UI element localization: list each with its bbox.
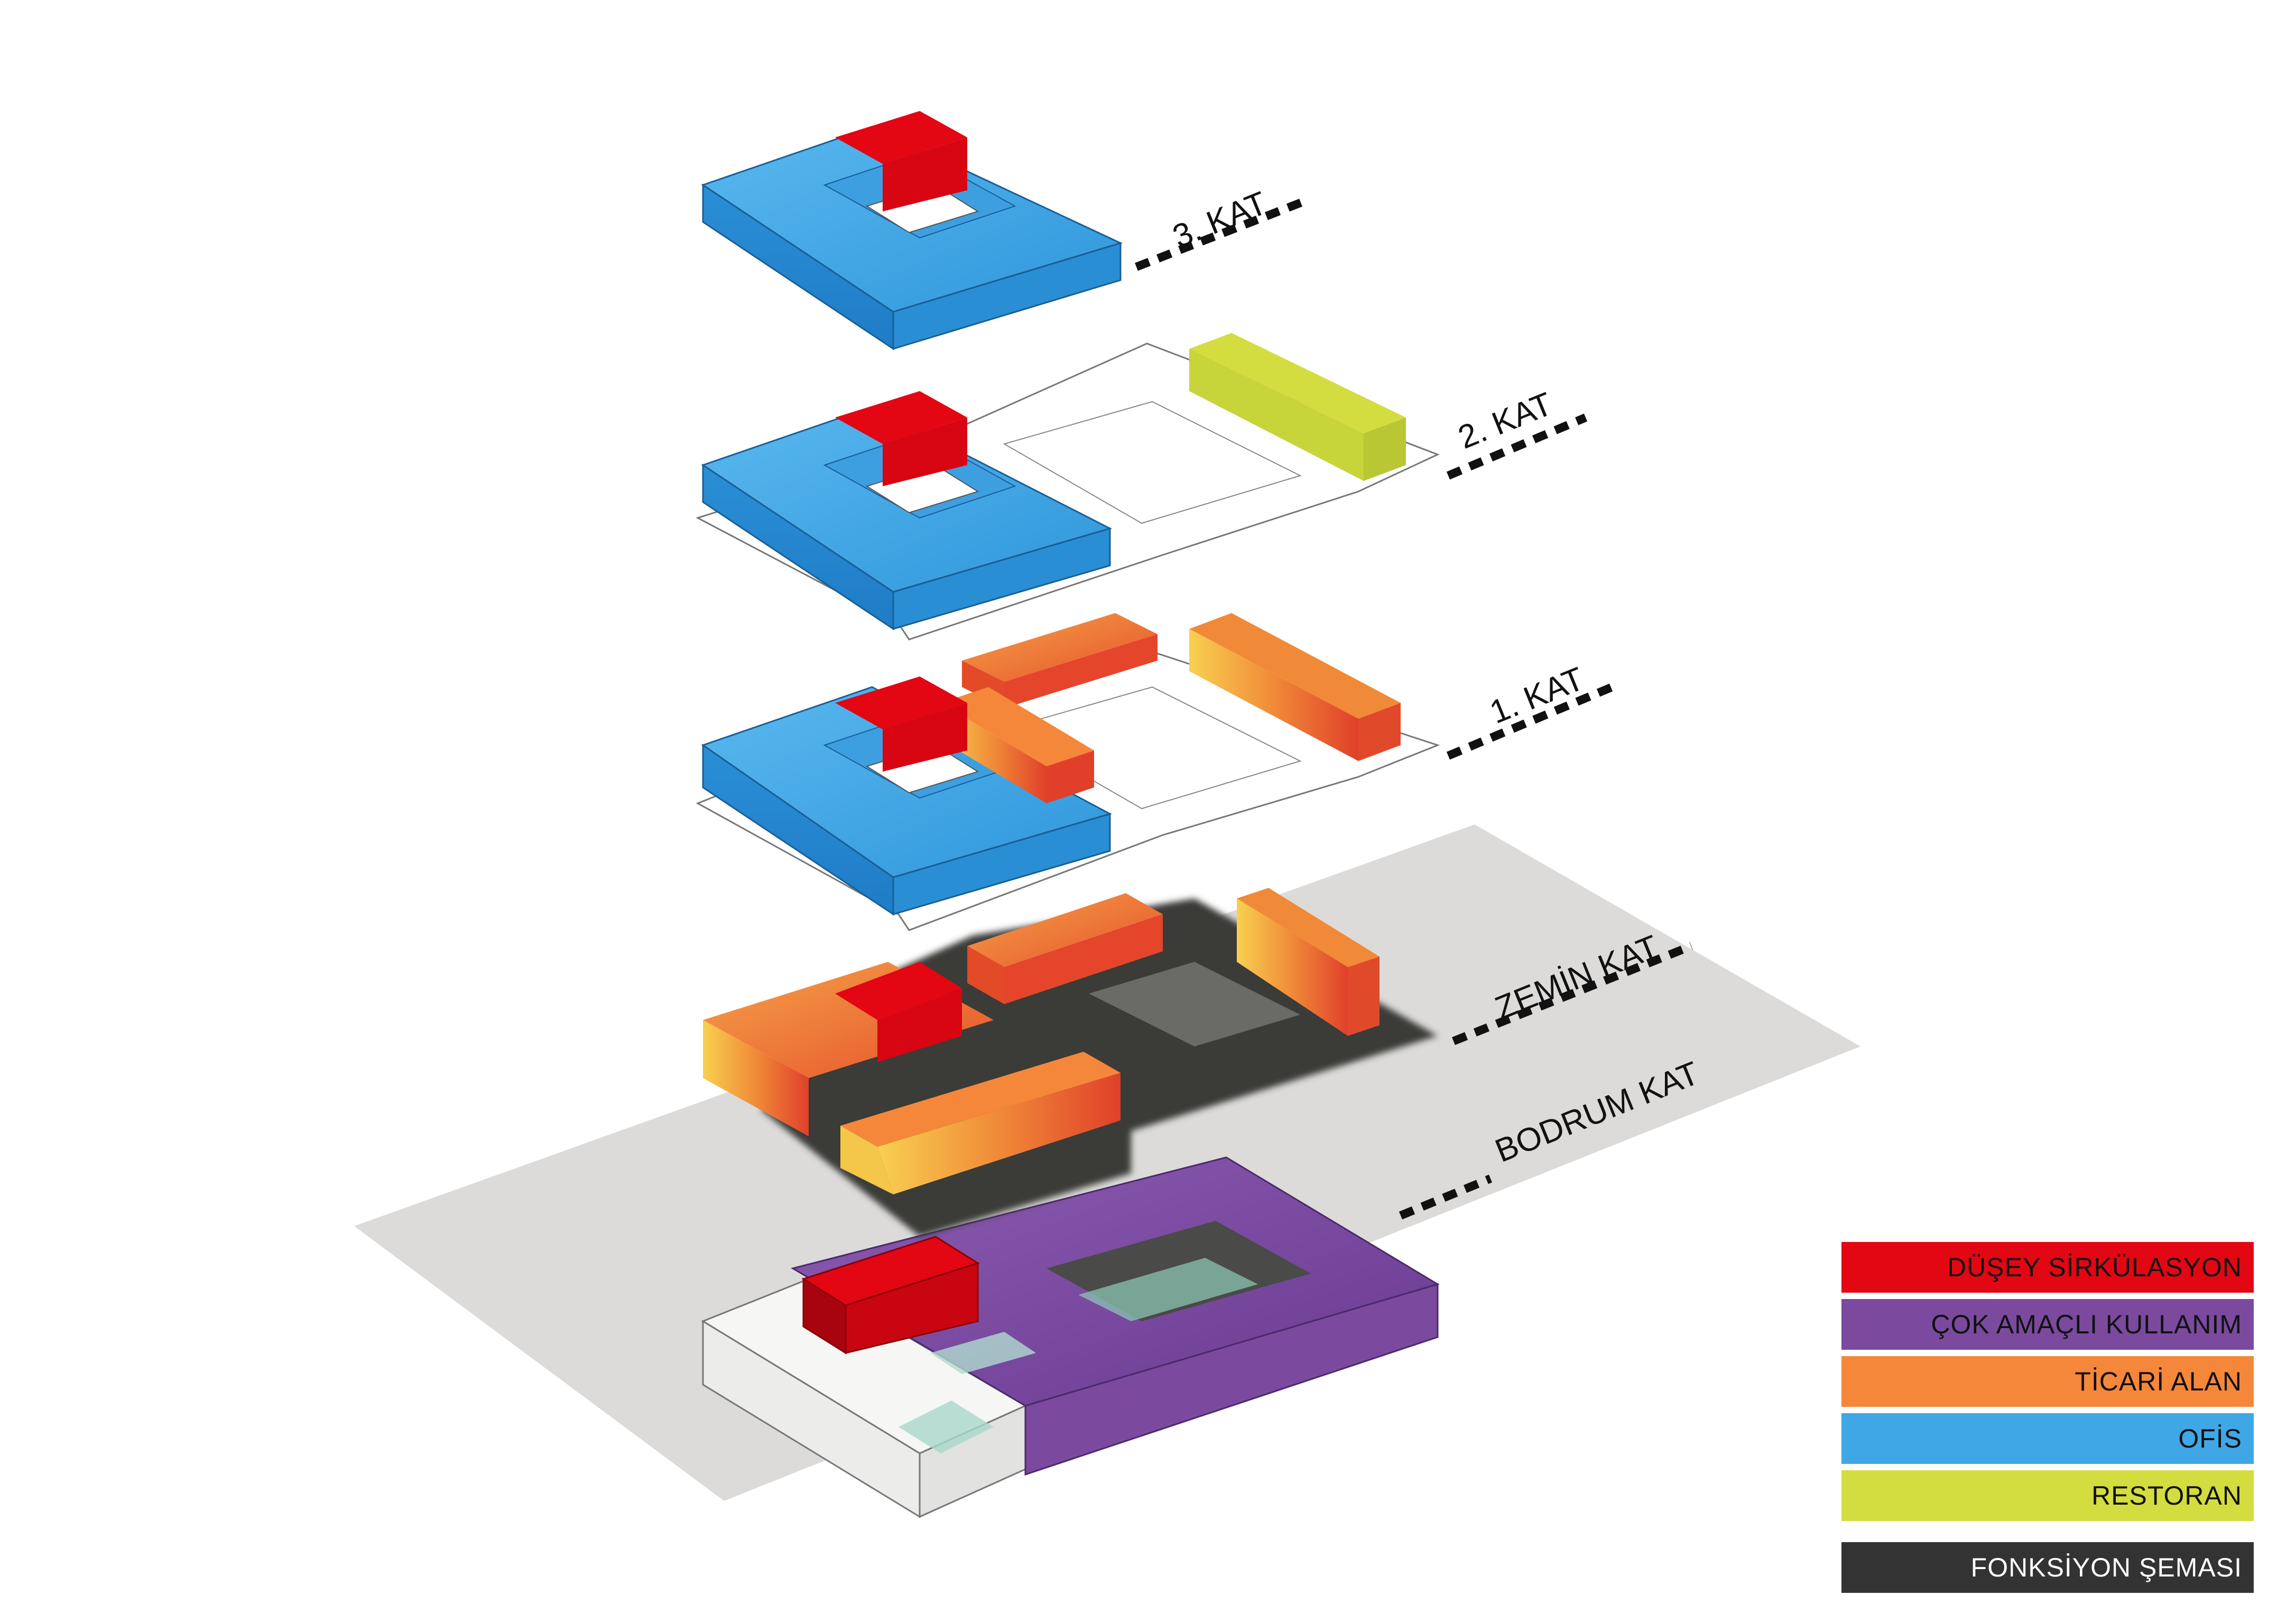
floor1-commercial-back-top — [962, 613, 1158, 682]
floor1-commercial-right-top — [1189, 613, 1401, 719]
legend-label: OFİS — [2178, 1424, 2242, 1453]
legend-item-multipurpose: ÇOK AMAÇLI KULLANIM — [1841, 1299, 2254, 1350]
legend-label: DÜŞEY SİRKÜLASYON — [1947, 1253, 2242, 1282]
label-kat2: 2. KAT — [1453, 386, 1557, 456]
floor2-circulation-top — [835, 391, 967, 444]
ground-circulation-top — [835, 962, 962, 1020]
leader-bodrum — [1399, 1174, 1493, 1220]
commercial-block-right-top — [1237, 888, 1380, 967]
legend-label: TİCARİ ALAN — [2075, 1367, 2242, 1396]
floor1-circulation-top — [835, 676, 967, 729]
floor-zemin — [703, 888, 1438, 1237]
floor3-circulation-top — [835, 111, 967, 164]
legend-title-label: FONKSİYON ŞEMASI — [1970, 1553, 2242, 1582]
label-kat3: 3. KAT — [1168, 185, 1272, 255]
multipurpose-volume-side — [1024, 1283, 1439, 1476]
floor-bodrum — [701, 1156, 1440, 1518]
legend-item-restaurant: RESTORAN — [1841, 1470, 2254, 1521]
restaurant-block-top — [1189, 333, 1406, 433]
commercial-block-back-top — [967, 893, 1163, 967]
legend-label: RESTORAN — [2091, 1481, 2242, 1510]
legend-item-commercial: TİCARİ ALAN — [1841, 1356, 2254, 1407]
legend-label: ÇOK AMAÇLI KULLANIM — [1931, 1310, 2242, 1339]
legend-title: FONKSİYON ŞEMASI — [1841, 1542, 2254, 1593]
leader-kat3 — [1135, 197, 1307, 271]
leader-zemin — [1452, 942, 1693, 1045]
legend-item-office: OFİS — [1841, 1413, 2254, 1464]
leader-kat1 — [1446, 683, 1614, 760]
commercial-block-front-top — [840, 1052, 1121, 1147]
floor-kat3 — [701, 111, 1123, 350]
floor-kat1 — [696, 613, 1440, 931]
leader-kat2 — [1446, 413, 1588, 480]
legend-item-circulation: DÜŞEY SİRKÜLASYON — [1841, 1242, 2254, 1293]
floor-kat2 — [696, 333, 1440, 641]
